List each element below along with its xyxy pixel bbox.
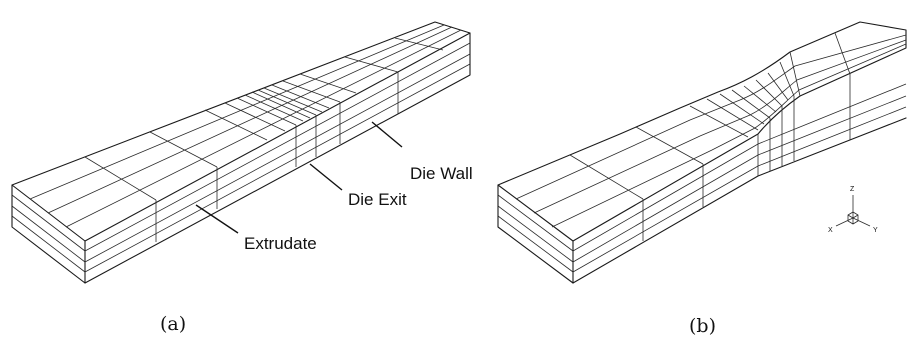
triad-x-axis [835, 217, 854, 227]
panel-a-side-layer-1 [84, 42, 471, 252]
die-wall-label: Die Wall [410, 164, 473, 183]
panel-a-side-layer-3 [84, 63, 471, 273]
panel-a-front-layer-3 [11, 215, 86, 273]
panel-b-top-outline [497, 21, 907, 242]
panel-b-top-long-2 [533, 39, 907, 214]
die-exit-leader [309, 163, 343, 191]
panel-b-top-trans-11 [789, 51, 801, 97]
triad-y-label: Y [873, 227, 878, 234]
panel-a-top-trans-2 [149, 131, 218, 168]
panel-a-side-layer-2 [84, 53, 471, 263]
panel-b-top-trans-9 [767, 72, 789, 101]
panel-a-top-trans-1 [84, 156, 157, 201]
panel-a-front-layer-2 [11, 205, 86, 263]
panel-b-mesh [497, 21, 907, 284]
panel-b-top-trans-1 [569, 154, 644, 200]
panel-b-top-trans-10 [779, 61, 795, 97]
panel-a-top-trans-3 [204, 109, 268, 141]
panel-b-top-trans-4 [706, 98, 759, 131]
die-exit-label: Die Exit [348, 190, 407, 209]
panel-b-top-trans-3 [689, 105, 749, 138]
axis-triad: Z X Y [828, 186, 878, 234]
panel-a-side-bottom [84, 32, 471, 284]
panel-b-top-trans-2 [635, 126, 704, 165]
extrudate-leader [195, 204, 239, 234]
panel-b-side-layer-1 [572, 83, 907, 252]
panel-b-front-layer-1 [497, 194, 574, 252]
panel-a-top-trans-4 [224, 102, 286, 132]
triad-x-label: X [828, 227, 833, 234]
panel-a-annotations: Die Wall Die Exit Extrudate [195, 121, 473, 253]
panel-a-top-trans-9 [263, 87, 323, 113]
panel-a-top-trans-7 [251, 91, 311, 119]
panel-a-top-long-1 [29, 24, 445, 200]
panel-b-side-layer-2 [572, 95, 907, 263]
panel-a-top-trans-13 [344, 56, 399, 73]
panel-b-top-long-1 [515, 34, 907, 200]
triad-cube-icon [847, 211, 859, 225]
panel-a-top-long-3 [65, 29, 462, 228]
triad-z-label: Z [850, 186, 855, 193]
panel-b-front-layer-3 [497, 215, 574, 273]
panel-a-caption: (a) [160, 313, 186, 335]
panel-b-top-trans-7 [743, 85, 777, 113]
panel-a-top-trans-11 [282, 80, 341, 103]
panel-b-top-trans-12 [834, 32, 851, 75]
panel-a-top-trans-10 [271, 84, 330, 109]
extrudate-label: Extrudate [244, 234, 317, 253]
panel-b-front-layer-2 [497, 205, 574, 263]
panel-a-top-trans-12 [299, 73, 357, 94]
panel-b-top-trans-5 [719, 93, 765, 125]
panel-a-top-trans-14 [394, 37, 444, 51]
panel-b-top-trans-8 [755, 79, 783, 107]
panel-b-caption: (b) [689, 315, 716, 337]
panel-b-top-trans-6 [731, 89, 771, 119]
triad-y-axis [852, 217, 871, 227]
panel-a-top-trans-8 [257, 89, 317, 116]
panel-a-mesh [11, 21, 471, 284]
panel-a-top-trans-5 [236, 97, 297, 126]
panel-a-top-trans-6 [244, 94, 304, 122]
die-wall-leader [371, 121, 403, 148]
panel-b-side-layer-3 [572, 106, 907, 273]
panel-a-front-layer-1 [11, 194, 86, 252]
panel-b-side-bottom [572, 117, 907, 284]
panel-a-top-long-2 [47, 26, 453, 214]
